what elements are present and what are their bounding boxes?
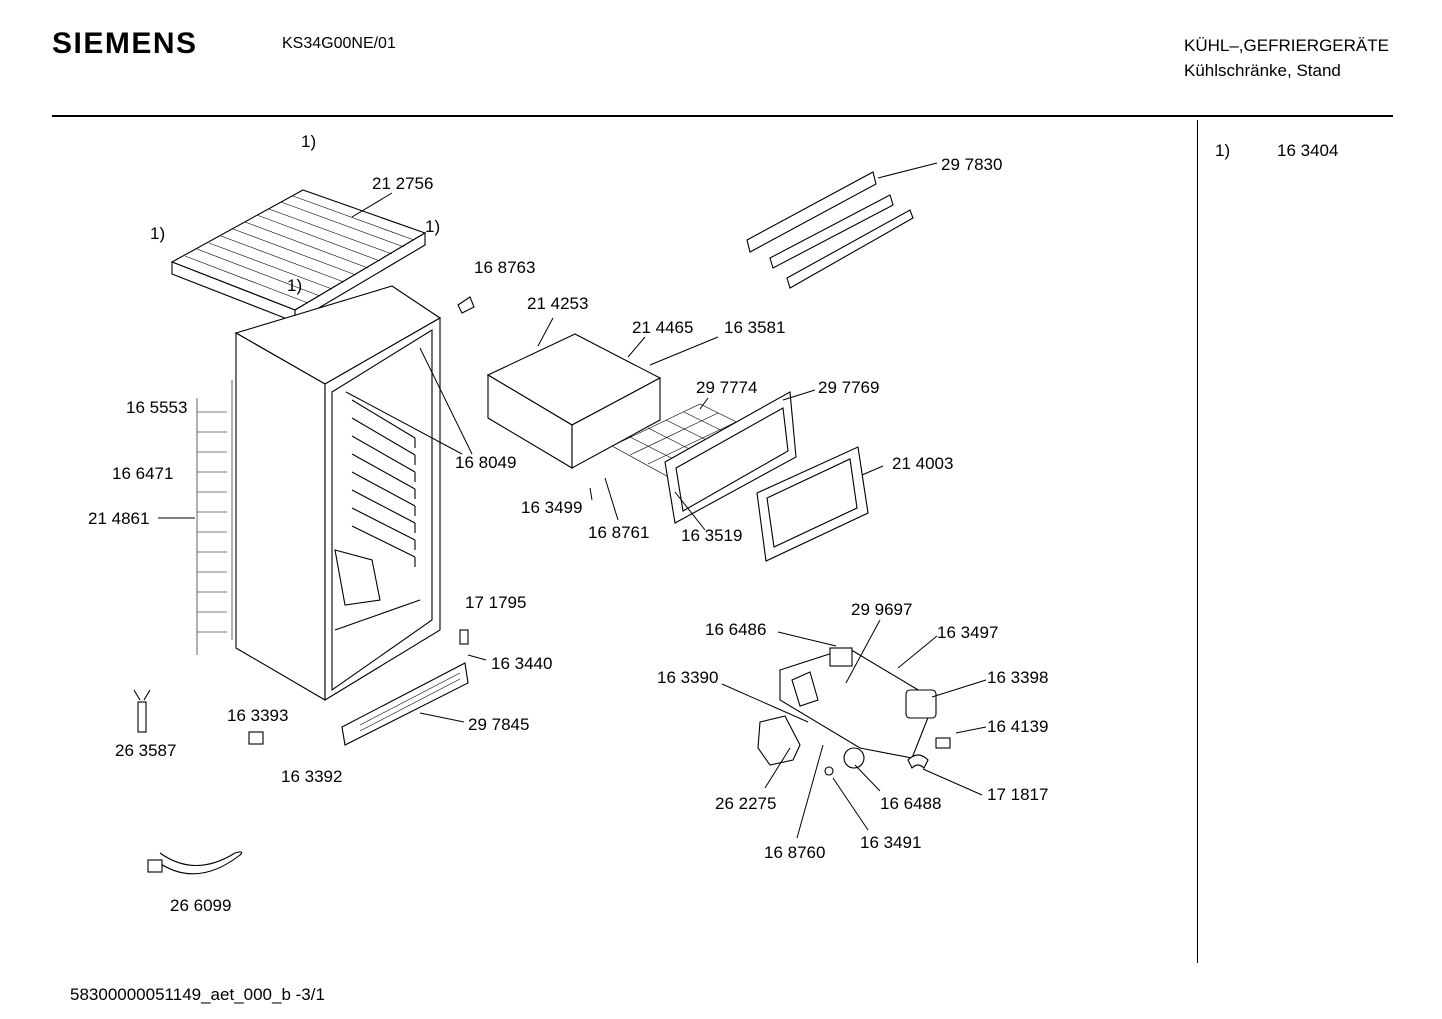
callout-266099: 26 6099	[170, 896, 232, 915]
callout-footnote-left: 1)	[150, 224, 166, 243]
callout-163491: 16 3491	[860, 833, 922, 852]
callout-163392: 16 3392	[281, 767, 343, 786]
brand-logo: SIEMENS	[52, 27, 198, 60]
handle-strip-part	[746, 171, 914, 289]
callout-163393: 16 3393	[227, 706, 289, 725]
callout-164139: 16 4139	[987, 717, 1049, 736]
cabinet-body-part	[234, 285, 442, 701]
footnote-divider	[1197, 120, 1198, 963]
callout-163497: 16 3497	[937, 623, 999, 642]
callout-163519: 16 3519	[681, 526, 743, 545]
condenser-part	[196, 380, 233, 655]
callout-163581: 16 3581	[724, 318, 786, 337]
freezer-flap-part	[756, 446, 869, 562]
footnote-key: 1)	[1215, 141, 1231, 160]
callout-297769: 29 7769	[818, 378, 880, 397]
model-number: KS34G00NE/01	[282, 35, 396, 52]
callout-footnote-center: 1)	[287, 276, 303, 295]
callout-leaders	[158, 162, 987, 839]
callout-166486: 16 6486	[705, 620, 767, 639]
callout-263587: 26 3587	[115, 741, 177, 760]
callout-171817: 17 1817	[987, 785, 1049, 804]
callout-168761: 16 8761	[588, 523, 650, 542]
callout-214465: 21 4465	[632, 318, 694, 337]
callout-footnote-right: 1)	[425, 217, 441, 236]
freezer-door-frame-part	[664, 391, 797, 524]
callout-163440: 16 3440	[491, 654, 553, 673]
callout-297830: 29 7830	[941, 155, 1003, 174]
small-parts	[133, 296, 951, 875]
callout-297774: 29 7774	[696, 378, 758, 397]
callout-165553: 16 5553	[126, 398, 188, 417]
document-id: 58300000051149_aet_000_b -3/1	[70, 985, 325, 1004]
callout-212756: 21 2756	[372, 174, 434, 193]
top-cover-part	[170, 189, 427, 323]
footnote-part-number: 16 3404	[1277, 141, 1339, 160]
freezer-compartment-part	[486, 333, 662, 469]
callout-163398: 16 3398	[987, 668, 1049, 687]
category-subtitle: Kühlschränke, Stand	[1184, 61, 1341, 80]
callout-168049: 16 8049	[455, 453, 517, 472]
callout-171795: 17 1795	[465, 593, 527, 612]
callout-166471: 16 6471	[112, 464, 174, 483]
callout-163390: 16 3390	[657, 668, 719, 687]
header-divider	[52, 115, 1393, 117]
callout-214253: 21 4253	[527, 294, 589, 313]
category-title: KÜHL–,GEFRIERGERÄTE	[1184, 36, 1389, 55]
base-grille-part	[341, 662, 469, 746]
callout-footnote-top: 1)	[301, 132, 317, 151]
callout-214003: 21 4003	[892, 454, 954, 473]
callout-214861: 21 4861	[88, 509, 150, 528]
callout-297845: 29 7845	[468, 715, 530, 734]
callout-262275: 26 2275	[715, 794, 777, 813]
callout-168760: 16 8760	[764, 843, 826, 862]
callout-166488: 16 6488	[880, 794, 942, 813]
callout-168763: 16 8763	[474, 258, 536, 277]
callout-299697: 29 9697	[851, 600, 913, 619]
callout-163499: 16 3499	[521, 498, 583, 517]
